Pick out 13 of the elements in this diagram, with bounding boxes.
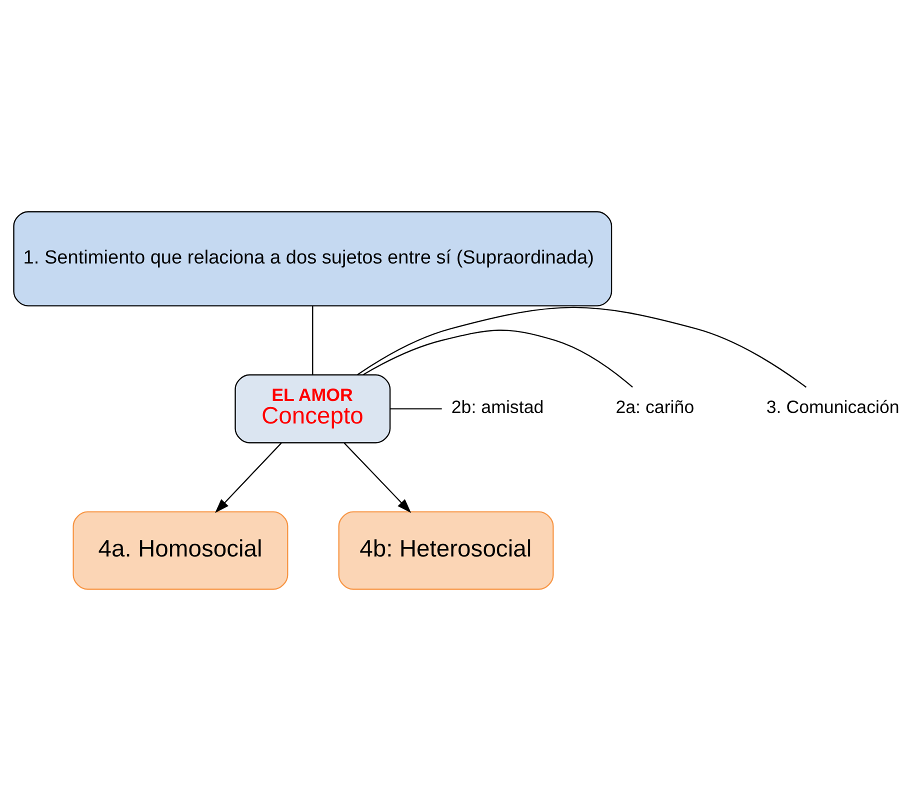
node-text: 2b: amistad [451,396,544,417]
node-box: 1. Sentimiento que relaciona a dos sujetos entre sí (Supraordinada) [13,210,612,306]
node-box: 4a. Homosocial [72,510,288,590]
connector [312,305,314,374]
node-text: 2a: cariño [616,396,694,417]
connector [390,408,442,409]
connector [357,306,807,388]
node-text: 3. Comunicación [766,396,900,417]
node-box: 4b: Heterosocial [338,510,554,590]
arrow [215,442,282,512]
arrow [344,442,412,512]
connector [362,329,633,388]
node-box: EL AMOR Concepto [234,374,391,443]
